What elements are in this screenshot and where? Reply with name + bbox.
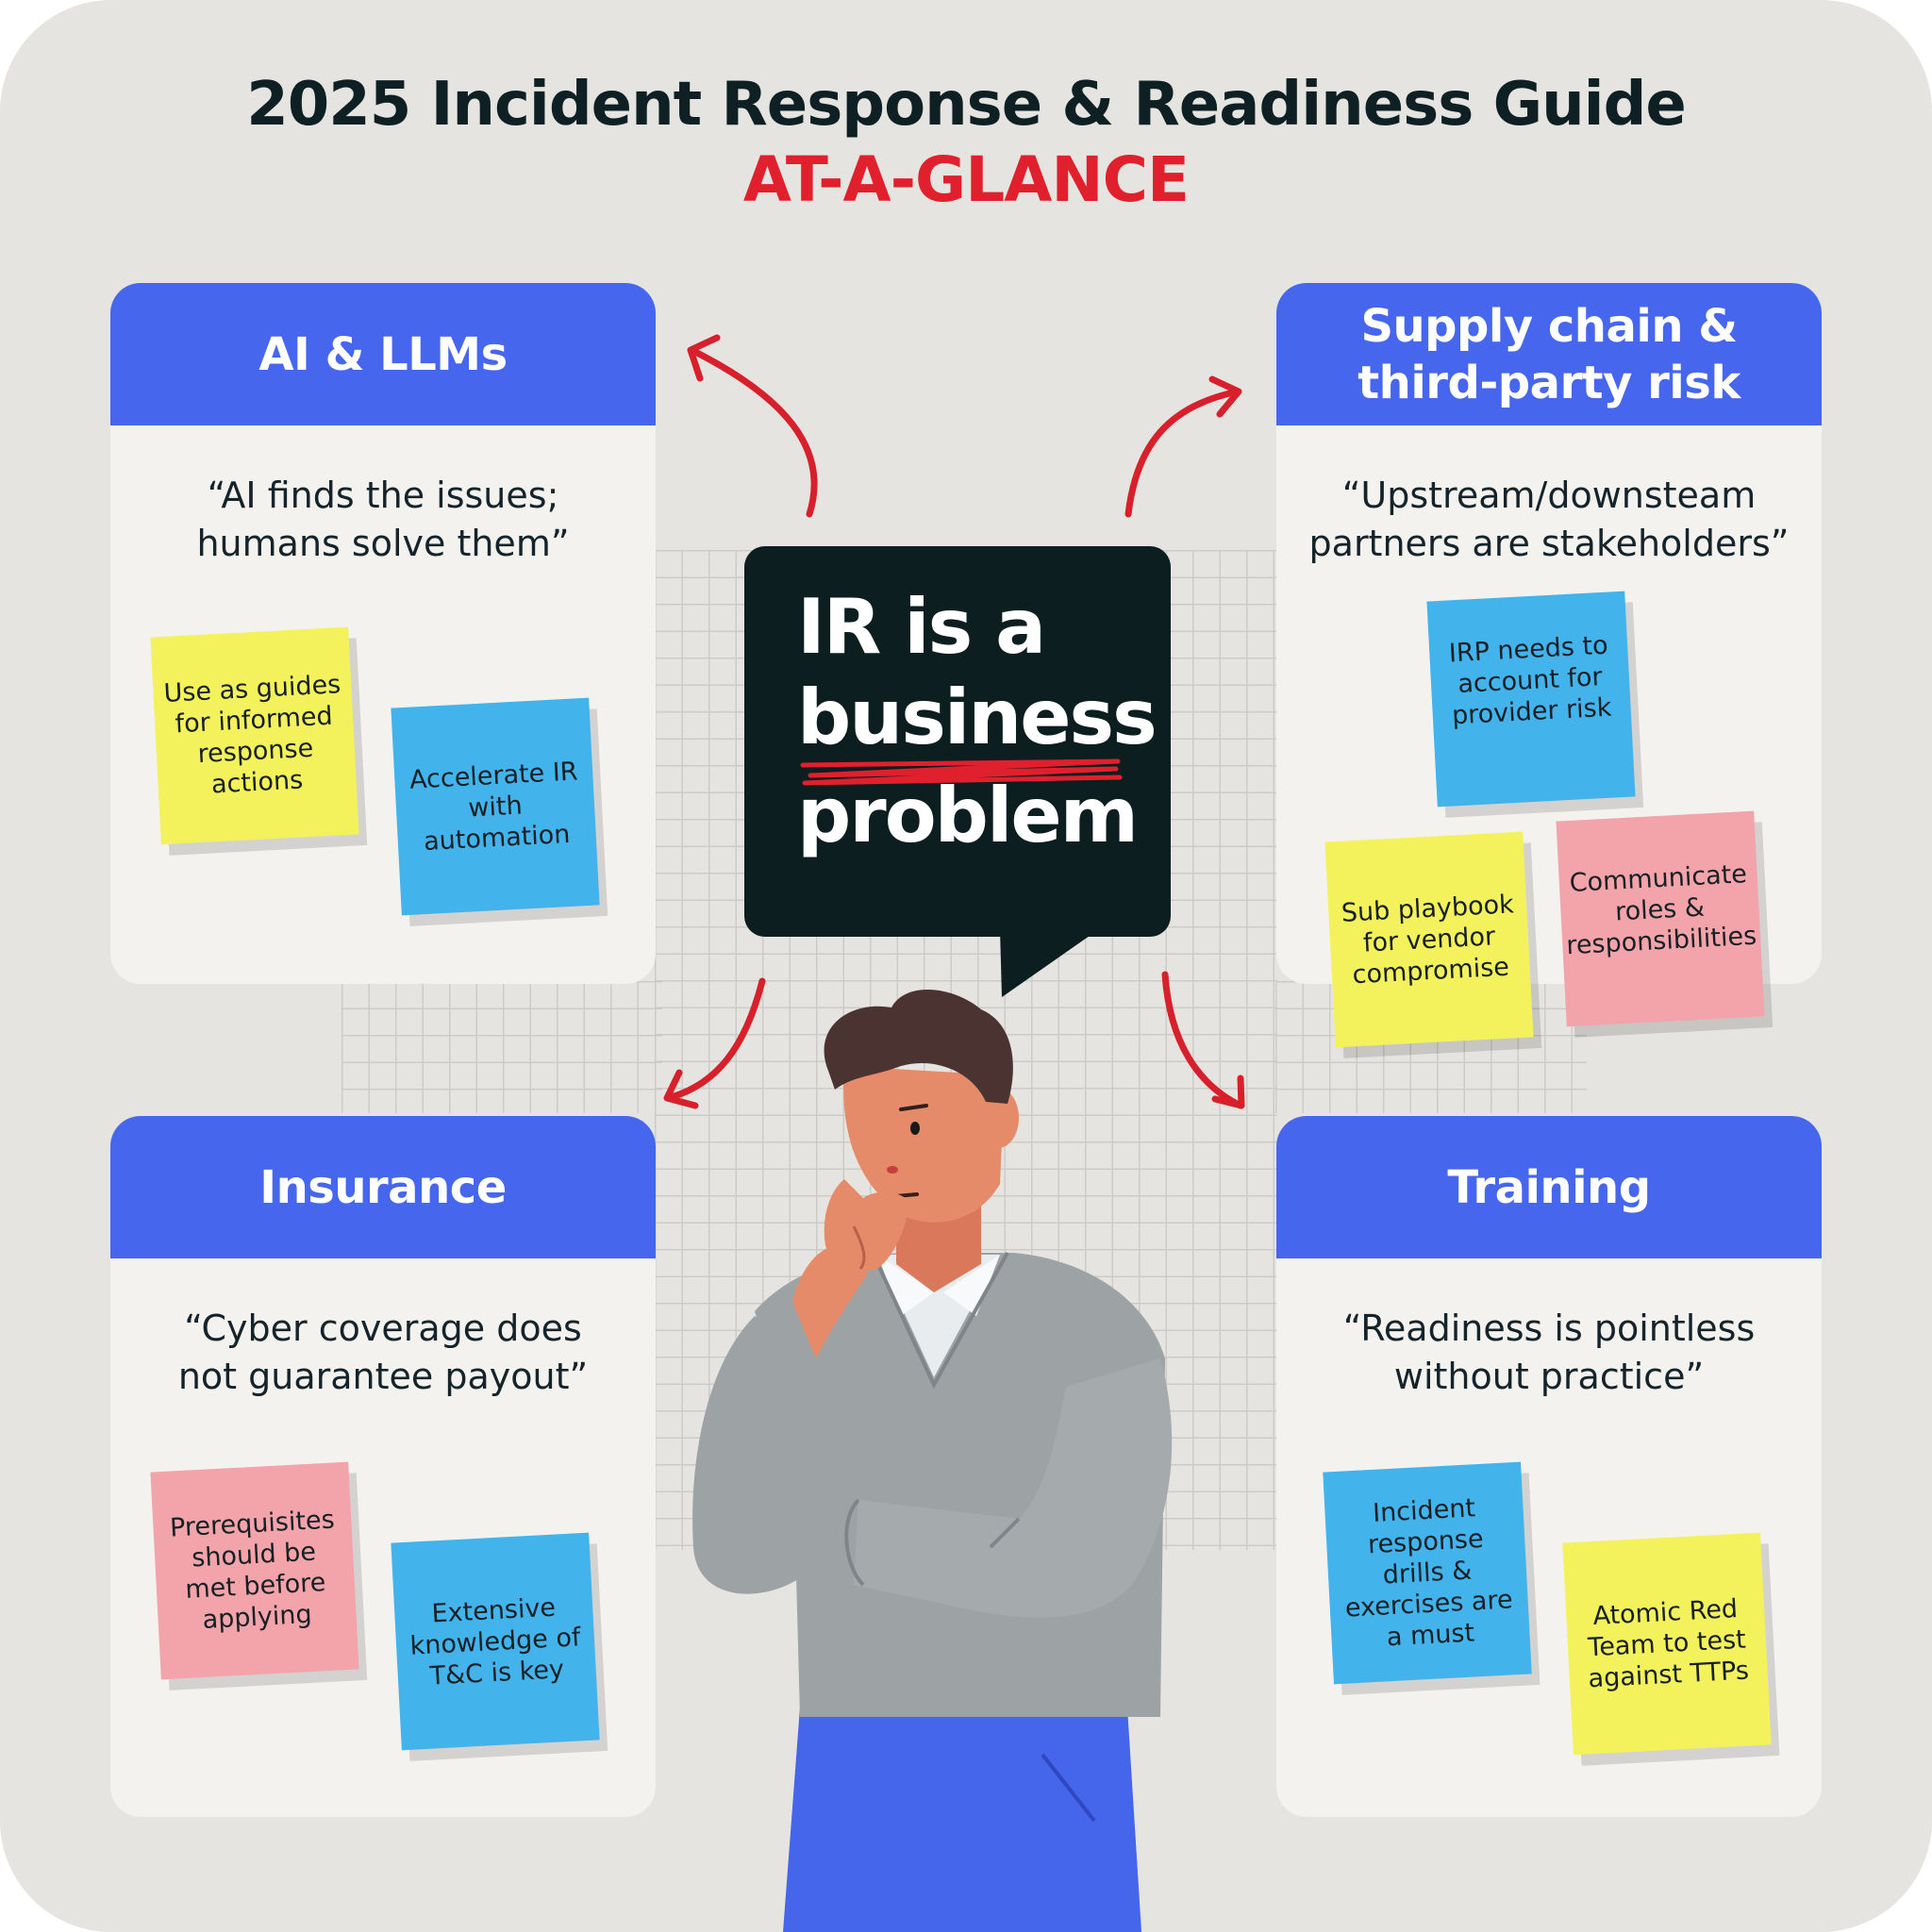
arrow-to-training [1161,971,1245,1109]
card-training-title: Training [1276,1116,1822,1258]
arrow-to-ai-llms [687,334,818,518]
speech-bubble-tail [1000,929,1099,997]
card-ai-llms-title: AI & LLMs [110,283,656,425]
center-message: IR is a business problem [797,582,1158,861]
arrow-to-supply-chain [1124,375,1242,518]
card-ai-llms: AI & LLMs “AI finds the issues; humans s… [110,283,656,984]
card-insurance-title: Insurance [110,1116,656,1258]
page-title: 2025 Incident Response & Readiness Guide [246,70,1687,140]
center-line-2: business [797,674,1158,761]
card-supply-chain-title: Supply chain & third-party risk [1276,283,1822,425]
underline-scribble [800,758,1123,786]
card-insurance-quote: “Cyber coverage does not guarantee payou… [177,1307,589,1397]
grid-backdrop-left [341,981,662,1113]
page-subtitle: AT-A-GLANCE [742,143,1190,216]
card-supply-chain-quote: “Upstream/downsteam partners are stakeho… [1308,475,1790,564]
center-speech-bubble: IR is a business problem [744,546,1171,937]
card-ai-llms-quote: “AI finds the issues; humans solve them” [196,475,570,564]
thinking-person-illustration [692,990,1173,1932]
card-training-quote: “Readiness is pointless without practice… [1342,1307,1756,1397]
card-supply-chain-title-text: Supply chain & third-party risk [1357,299,1740,409]
center-line-3: problem [797,772,1139,859]
arrow-to-insurance [663,977,766,1109]
card-training: Training “Readiness is pointless without… [1276,1116,1822,1817]
center-line-1: IR is a [797,583,1046,671]
